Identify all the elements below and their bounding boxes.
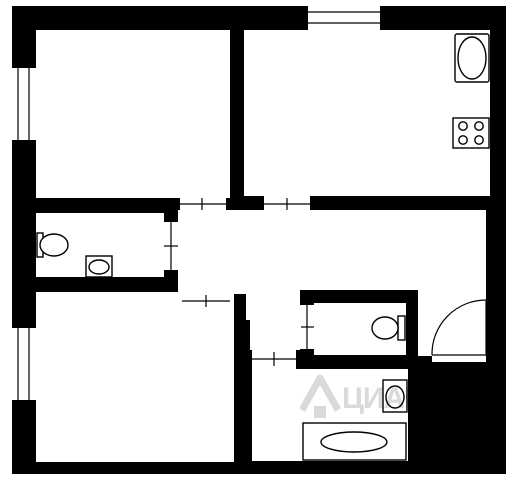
door-bedroom-bottom [182, 293, 230, 309]
window-left-upper [11, 68, 37, 140]
kitchen [244, 30, 490, 196]
door-bedroom-top [180, 196, 226, 212]
kitchen-sink-icon [454, 33, 490, 83]
window-left-lower [11, 328, 37, 400]
door-toilet-right [299, 305, 316, 349]
door-bathroom [252, 350, 296, 370]
window-top [308, 5, 380, 31]
door-toilet-left [162, 222, 180, 270]
hallway [178, 210, 486, 356]
bedroom-bottom-left [36, 292, 234, 462]
door-kitchen [264, 196, 310, 212]
stove-icon [452, 117, 490, 149]
bathtub-icon [302, 422, 407, 461]
sink-left-icon [85, 255, 113, 278]
toilet-right-icon [371, 315, 406, 341]
toilet-left-icon [36, 232, 69, 258]
entrance-door [431, 299, 487, 362]
bedroom-top-left [36, 30, 230, 198]
bathroom-sink-icon [382, 379, 408, 413]
